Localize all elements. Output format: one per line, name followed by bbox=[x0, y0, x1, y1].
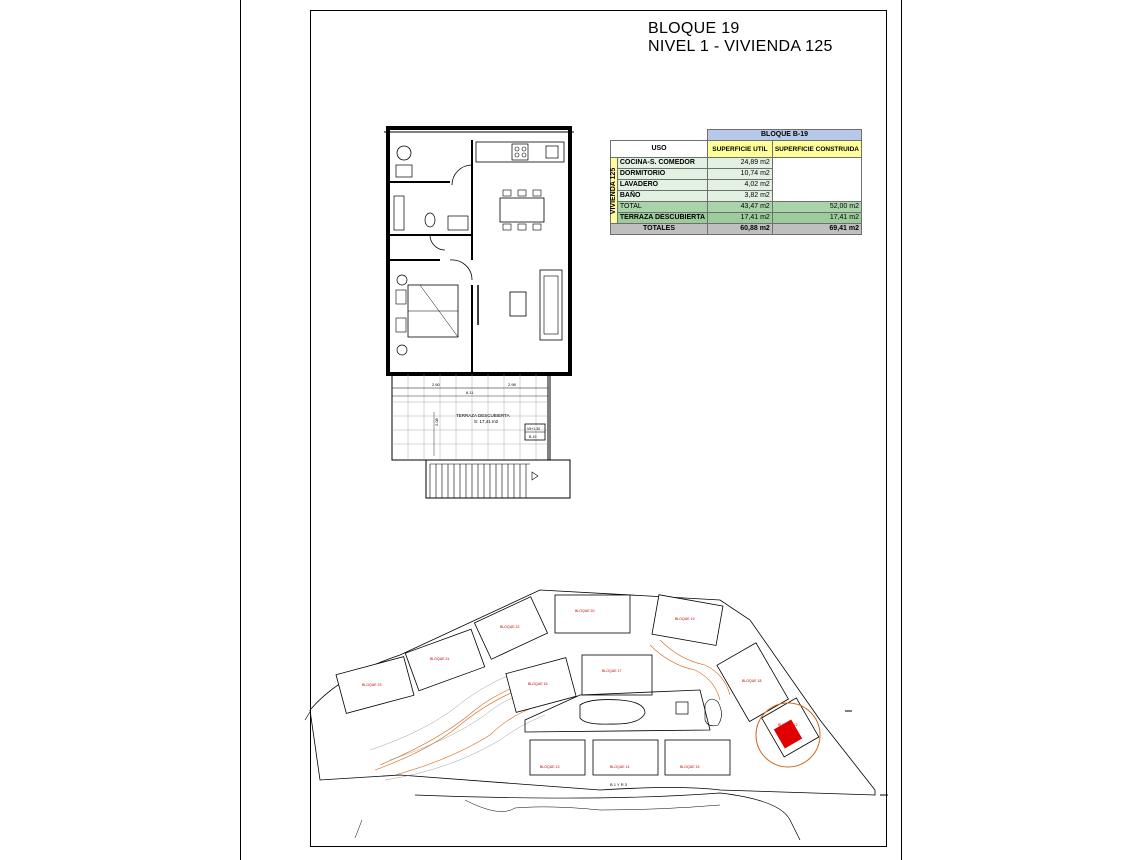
table-title: BLOQUE B-19 bbox=[707, 129, 862, 141]
row-util: 10,74 m2 bbox=[707, 168, 773, 180]
total-util: 43,47 m2 bbox=[707, 201, 773, 213]
site-block bbox=[651, 594, 724, 646]
contour-line bbox=[649, 644, 721, 701]
block-label: BLOQUE 14 bbox=[610, 765, 630, 769]
dim-left: 2.60 bbox=[432, 382, 441, 387]
block-label: BLOQUE 15 bbox=[680, 765, 700, 769]
contour-line bbox=[374, 684, 531, 771]
totales-util: 60,88 m2 bbox=[707, 223, 773, 235]
block-label: BLOQUE 17 bbox=[602, 669, 622, 673]
terraza-util: 17,41 m2 bbox=[707, 212, 773, 224]
contour-line bbox=[394, 704, 541, 776]
row-label: LAVADERO bbox=[616, 179, 709, 191]
total-label: TOTAL bbox=[616, 201, 709, 213]
title-block: BLOQUE 19 NIVEL 1 - VIVIENDA 125 bbox=[648, 20, 833, 56]
terrace-label: TERRAZA DESCUBIERTA bbox=[456, 413, 510, 418]
group-label: VIVIENDA 125 bbox=[610, 157, 618, 224]
site-block bbox=[592, 739, 659, 776]
block-label: BLOQUE 16 bbox=[528, 682, 548, 686]
site-block bbox=[581, 654, 653, 696]
contour-line bbox=[659, 639, 731, 696]
terraza-label: TERRAZA DESCUBIERTA bbox=[616, 212, 709, 224]
site-block bbox=[664, 739, 731, 776]
site-block bbox=[473, 596, 549, 660]
totales-construida: 69,41 m2 bbox=[771, 223, 863, 235]
site-block bbox=[335, 656, 415, 714]
row-util: 24,89 m2 bbox=[707, 157, 773, 169]
dim-total: 6.11 bbox=[466, 390, 474, 395]
tag-level: V5+1.30 bbox=[527, 427, 540, 431]
row-label: BAÑO bbox=[616, 190, 709, 202]
totales-label: TOTALES bbox=[609, 223, 709, 235]
dim-right: 2.98 bbox=[508, 382, 517, 387]
block-label: BLOQUE 23 bbox=[362, 683, 382, 687]
drawing-frame bbox=[310, 10, 887, 847]
terraza-construida: 17,41 m2 bbox=[771, 212, 863, 224]
block-label: BLOQUE 19 bbox=[675, 617, 695, 621]
site-block bbox=[404, 628, 486, 692]
road-label: B 1 Y R 3 bbox=[610, 782, 628, 787]
site-block bbox=[505, 657, 577, 713]
block-label: BLOQUE 22 bbox=[500, 625, 520, 629]
area-table: BLOQUE B-19 USO SUPERFICIE UTIL SUPERFIC… bbox=[609, 129, 863, 235]
block-label: BLOQUE 20 bbox=[575, 609, 595, 613]
site-block bbox=[716, 642, 789, 723]
highlighted-unit bbox=[773, 719, 803, 749]
block-title: BLOQUE 19 bbox=[648, 20, 740, 37]
site-block bbox=[554, 594, 631, 634]
col-uso-header: USO bbox=[609, 140, 709, 158]
row-label: DORMITORIO bbox=[616, 168, 709, 180]
row-construida-blank bbox=[771, 157, 863, 202]
dim-depth: 2.08 bbox=[434, 417, 439, 426]
highlight-circle bbox=[755, 702, 821, 768]
tag-block: B-19 bbox=[529, 435, 536, 439]
col-util-header: SUPERFICIE UTIL bbox=[707, 140, 773, 158]
col-construida-header: SUPERFICIE CONSTRUIDA bbox=[771, 140, 863, 158]
row-util: 3,82 m2 bbox=[707, 190, 773, 202]
floor-plan: 2.60 2.98 6.11 2.08 TERRAZA DESCUBIERTA … bbox=[384, 126, 574, 499]
row-label: COCINA-S. COMEDOR bbox=[616, 157, 709, 169]
block-label: BLOQUE 18 bbox=[742, 679, 762, 683]
block-label: BLOQUE 21 bbox=[430, 657, 450, 661]
terrace-area: S: 17,41 m2 bbox=[474, 419, 499, 424]
total-construida: 52,00 m2 bbox=[771, 201, 863, 213]
block-label: BLOQUE 13 bbox=[540, 765, 560, 769]
site-plan: BLOQUE 23 BLOQUE 21 BLOQUE 22 BLOQUE 20 … bbox=[304, 589, 888, 841]
site-block bbox=[529, 739, 586, 776]
unit-title: NIVEL 1 - VIVIENDA 125 bbox=[648, 38, 833, 55]
row-util: 4,02 m2 bbox=[707, 179, 773, 191]
